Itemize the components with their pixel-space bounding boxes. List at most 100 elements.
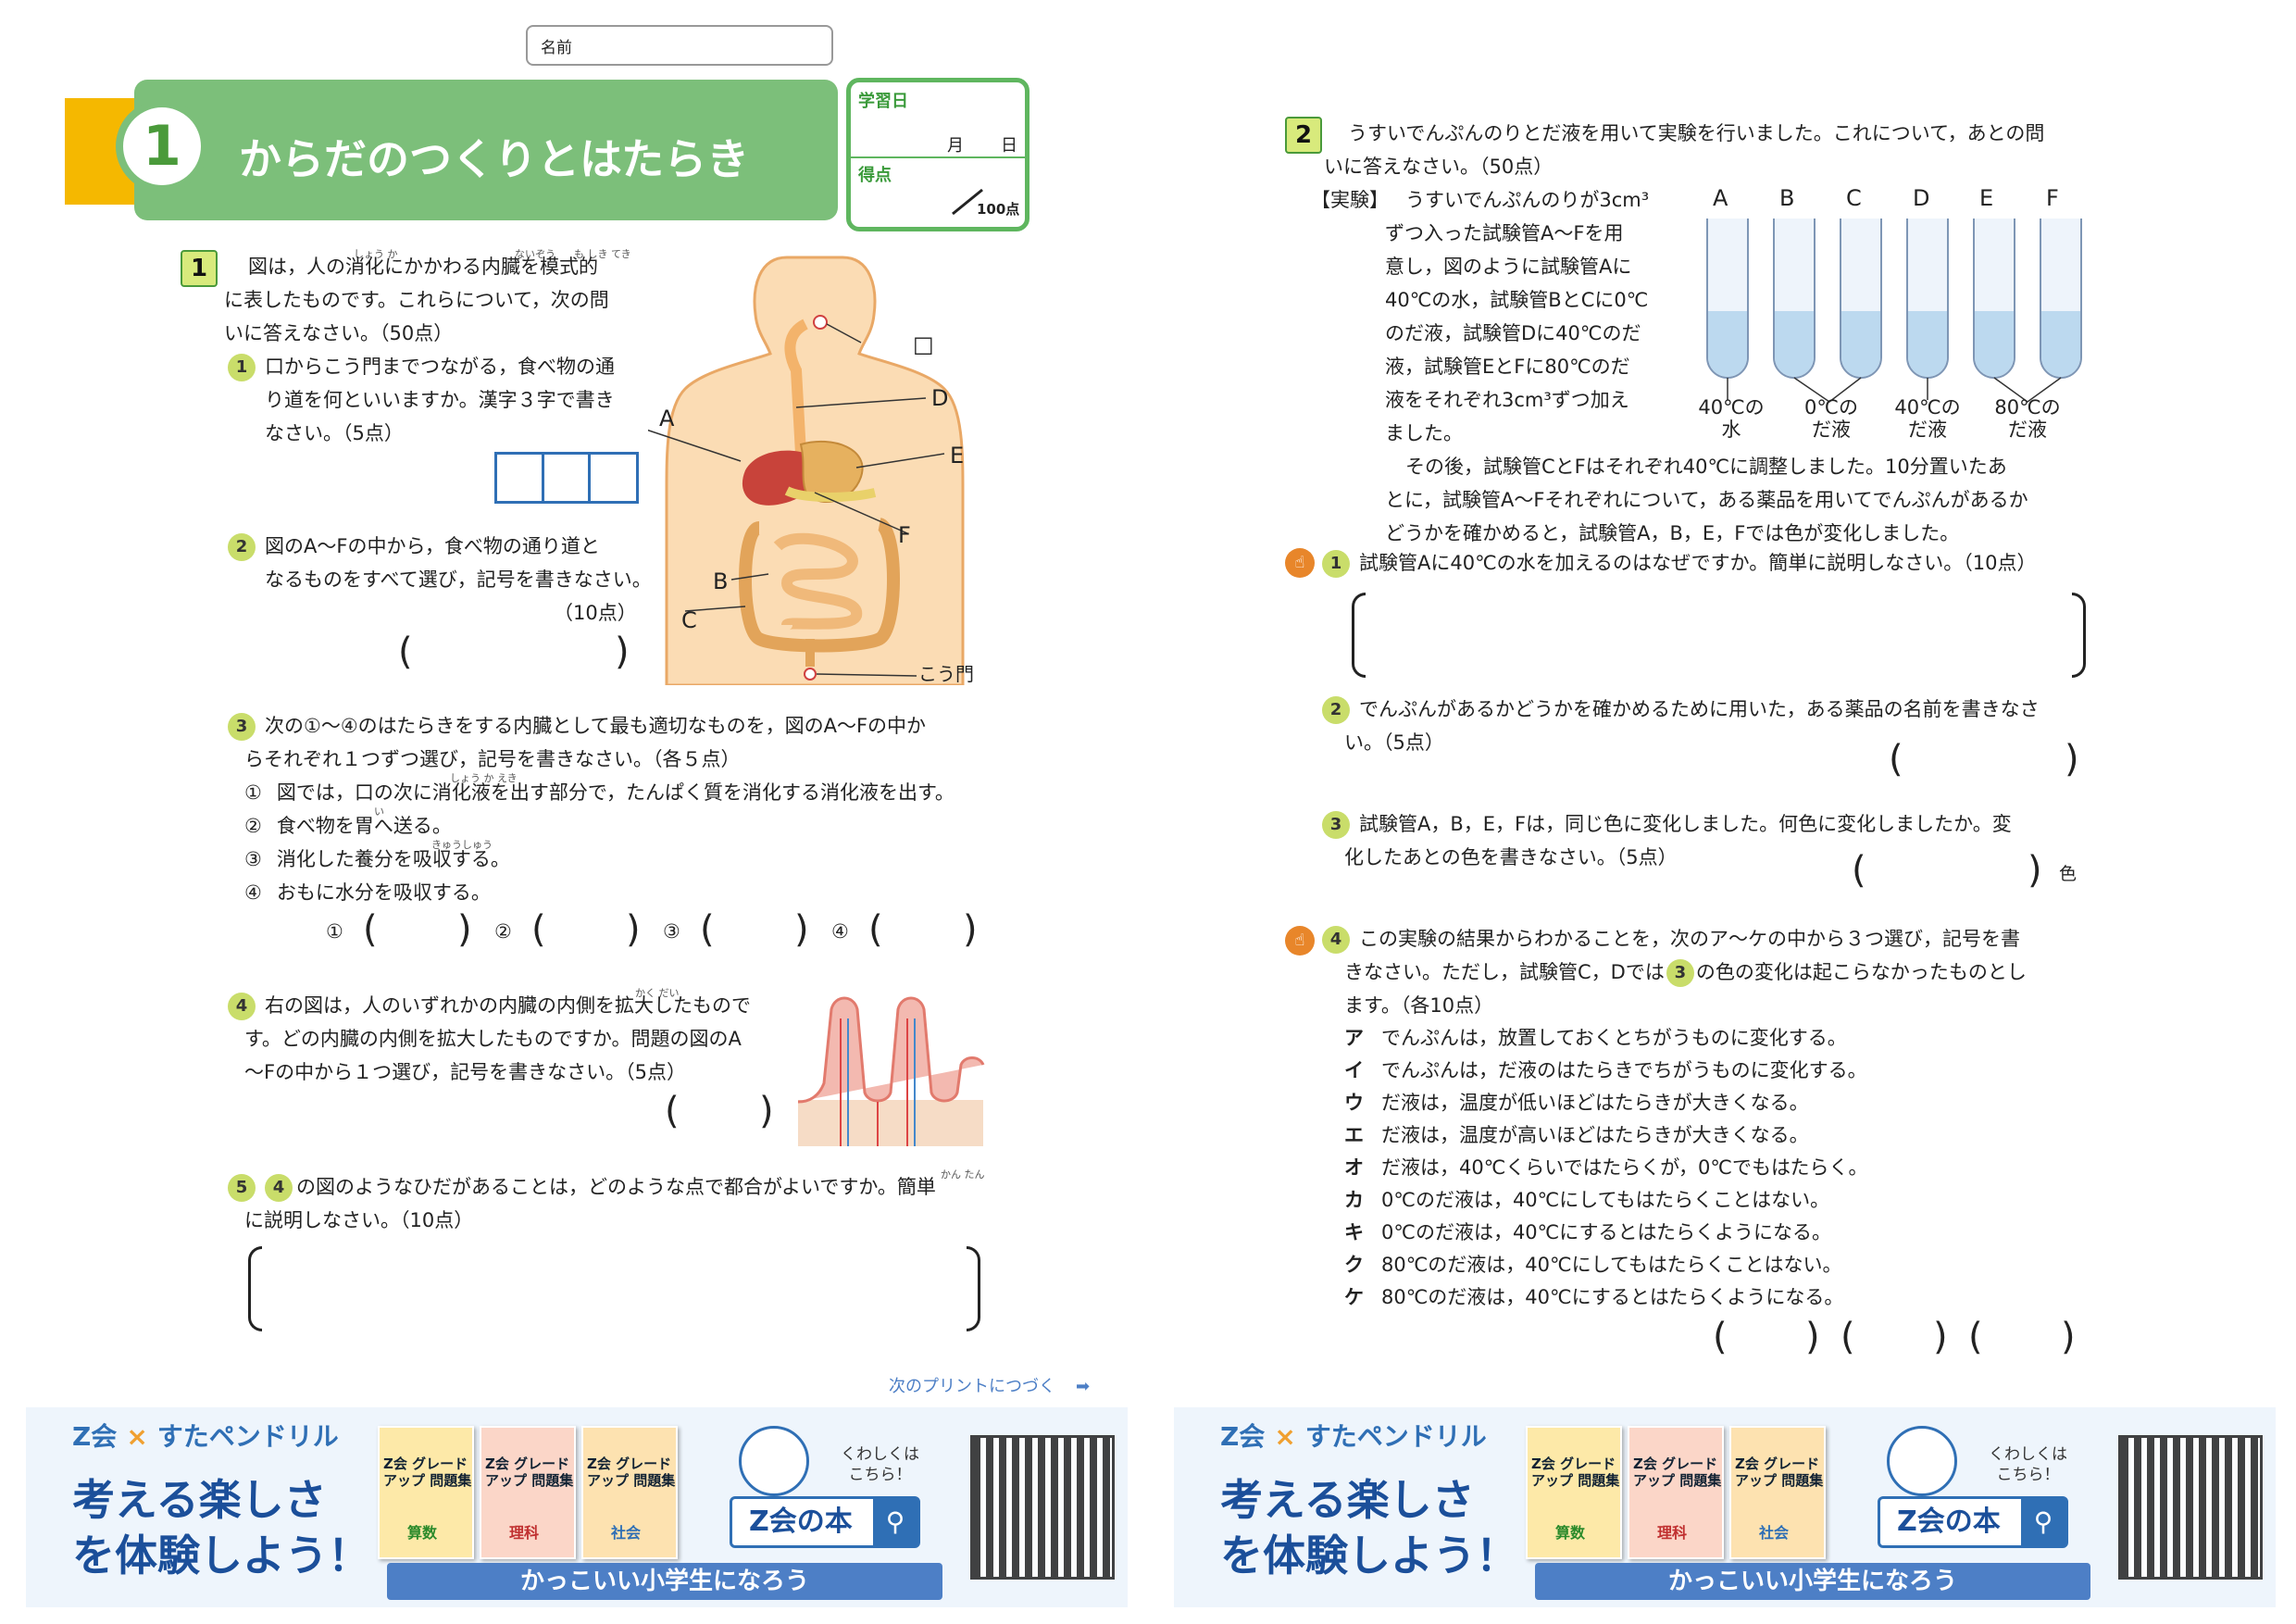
q2-intro-1: うすいでんぷんのりとだ液を用いて実験を行いました。これについて，あとの問 [1348,122,2045,144]
q2-sub3-paren-left[interactable]: ( [1852,849,1866,892]
q2-sub4-ans3-right: ) [2061,1316,2076,1358]
ruby-kyuushuu: きゅうしゅう [431,839,493,851]
banner-detail: くわしくはこちら！ [841,1445,919,1484]
option-o: オだ液は，40℃くらいではたらくが，0℃でもはたらく。 [1344,1156,1868,1179]
q2-sub2-paren-left[interactable]: ( [1889,738,1903,781]
q2-sub1-answer-left[interactable] [1352,593,1366,678]
q2-sub3-line2: 化したあとの色を書きなさい。（5点） [1344,846,1678,868]
exp-after-3: どうかを確かめると，試験管A，B，E，Fでは色が変化しました。 [1385,522,1960,544]
exp-after-2: とに，試験管A～Fそれぞれについて，ある薬品を用いてでんぷんがあるか [1385,489,2028,511]
exp-line-5: のだ液，試験管Dに40℃のだ [1385,322,1641,344]
tube-label-d: 40℃のだ液 [1894,396,1961,441]
q1-intro-3: いに答えなさい。（50点） [224,322,454,344]
banner-brand: Z会×すたペンドリル [1220,1421,1487,1452]
diagram-label-anus: こう門 [918,663,974,685]
q2-sub4-ans3-left[interactable]: ( [1968,1316,1983,1358]
q1-sub3-ans3-left[interactable]: ( [700,908,715,951]
q1-sub3-ans2-left[interactable]: ( [531,908,546,951]
ruby-naizou: ないぞう [515,248,555,260]
diagram-label-e: E [950,443,965,468]
q2-sub1-answer-right [2072,593,2086,678]
q1-sub2-paren-left[interactable]: ( [398,631,413,673]
tube-letter-b: B [1779,185,1795,211]
option-a: アでんぷんは，放置しておくとちがうものに変化する。 [1344,1027,1847,1049]
q1-sub3-ans4-left[interactable]: ( [868,908,883,951]
banner-cta[interactable]: かっこいい小学生になろう [387,1563,942,1600]
book-social: Z会 グレードアップ 問題集社会 [581,1426,678,1559]
tube-letter-d: D [1913,185,1930,211]
q1-sub3-ans3-right: ) [794,908,809,951]
q1-sub3-ans1-left[interactable]: ( [363,908,378,951]
option-i: イでんぷんは，だ液のはたらきでちがうものに変化する。 [1344,1059,1867,1081]
option-u: ウだ液は，温度が低いほどはたらきが大きくなる。 [1344,1092,1809,1114]
diagram-label-a: A [659,406,675,431]
q1-sub1-num: 1 [228,354,256,381]
q1-sub4-num: 4 [228,993,256,1020]
q1-sub5-answer-right [967,1246,980,1331]
qr-code-icon[interactable] [2118,1435,2263,1580]
q1-sub1-answer-boxes[interactable] [494,452,639,504]
q1-sub3-num: 3 [228,713,256,741]
ruby-shouka: しょう か [354,248,398,260]
q2-sub4-line3: ます。（各10点） [1344,994,1494,1017]
q1-intro-2: に表したものです。これらについて，次の問 [224,289,609,311]
q1-sub3-line2: らそれぞれ１つずつ選び，記号を書きなさい。（各５点） [244,748,741,770]
tube-label-a: 40℃の水 [1698,396,1765,441]
book-math: Z会 グレードアップ 問題集算数 [1526,1426,1622,1559]
unit-title: からだのつくりとはたらき [239,134,750,184]
q1-sub5-line2: に説明しなさい。（10点） [244,1209,474,1231]
exp-line-8: ました。 [1385,422,1463,444]
q1-sub4-paren-right: ) [759,1090,774,1132]
q2-sub2-line2: い。（5点） [1344,731,1444,754]
q2-intro-2: いに答えなさい。（50点） [1324,156,1554,178]
tube-label-ef: 80℃のだ液 [1994,396,2061,441]
q2-sub4-ans1-right: ) [1805,1316,1820,1358]
q2-sub2-num: 2 [1322,696,1350,724]
tube-letter-c: C [1846,185,1862,211]
ad-banner-right[interactable]: Z会×すたペンドリル 考える楽しさを体験しよう！ Z会 グレードアップ 問題集算… [1174,1407,2276,1607]
tube-label-bc: 0℃のだ液 [1804,396,1858,441]
ad-banner-left[interactable]: Z会×すたペンドリル 考える楽しさを体験しよう！ Z会 グレードアップ 問題集算… [26,1407,1128,1607]
q2-sub3-paren-right: ) [2028,849,2042,892]
name-field[interactable]: 名前 [526,25,833,66]
tube-letter-f: F [2046,185,2059,211]
q1-sub5-num: 5 [228,1174,256,1202]
villi-diagram [797,996,985,1146]
score-total: 100点 [977,201,1020,218]
q1-sub2-paren-right: ) [615,631,630,673]
banner-cta[interactable]: かっこいい小学生になろう [1535,1563,2090,1600]
unit-number: 1 [143,114,181,179]
exp-line-7: 液をそれぞれ3cm³ずつ加え [1385,389,1629,411]
banner-slogan: 考える楽しさを体験しよう！ [72,1475,370,1580]
ruby-kakudai: かく だい [635,987,680,999]
zbook-search[interactable]: Z会の本⚲ [730,1496,920,1548]
q1-sub1-line2: り道を何といいますか。漢字３字で書き [265,389,615,411]
q2-sub4-ans1-left[interactable]: ( [1713,1316,1728,1358]
q1-sub5-answer-left[interactable] [248,1246,262,1331]
q2-sub4-ans2-right: ) [1933,1316,1948,1358]
ruby-i: い [374,806,384,818]
thinking-icon-1: ☝ [1285,548,1315,578]
q1-sub2-points: （10点） [554,602,637,624]
q1-sub4-paren-left[interactable]: ( [665,1090,680,1132]
q1-number: 1 [181,250,218,287]
q1-sub3-ans-mark4: ④ [831,920,849,943]
q2-sub4-ans2-left[interactable]: ( [1841,1316,1855,1358]
book-science: Z会 グレードアップ 問題集理科 [480,1426,576,1559]
zbook-search[interactable]: Z会の本⚲ [1878,1496,2068,1548]
q1-sub3-ans-mark3: ③ [663,920,680,943]
banner-slogan: 考える楽しさを体験しよう！ [1220,1475,1518,1580]
q1-sub3-ans1-right: ) [457,908,472,951]
book-social: Z会 グレードアップ 問題集社会 [1729,1426,1826,1559]
qr-code-icon[interactable] [970,1435,1115,1580]
